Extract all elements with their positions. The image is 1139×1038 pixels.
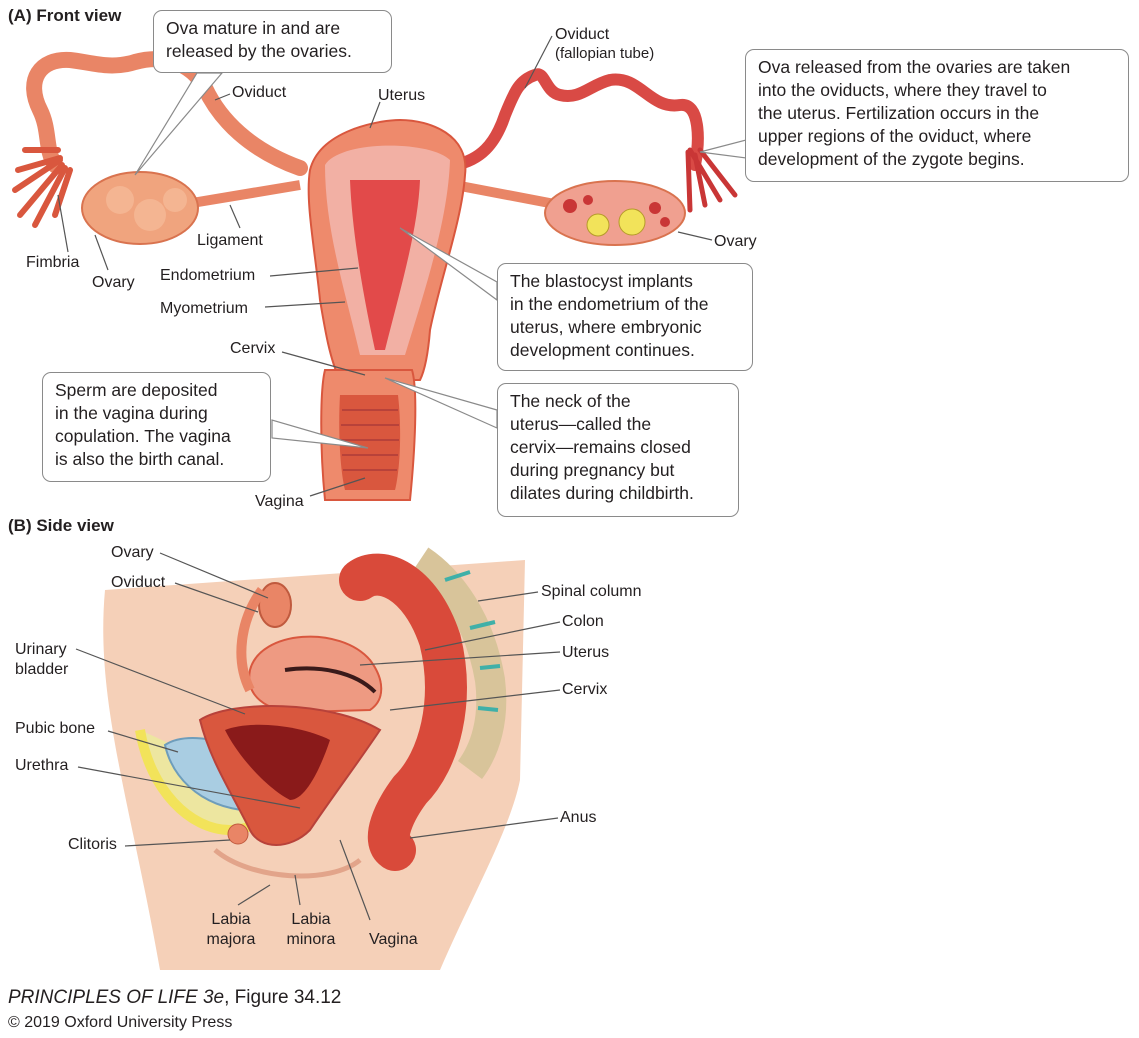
label-oviduct-b: Oviduct xyxy=(111,573,165,592)
label-urinary: Urinary xyxy=(15,640,67,659)
label-clitoris: Clitoris xyxy=(68,835,117,854)
callout-sperm: Sperm are deposited in the vagina during… xyxy=(42,372,271,482)
label-labia-majora: Labia majora xyxy=(203,910,259,950)
label-cervix-b: Cervix xyxy=(562,680,607,699)
right-ligament xyxy=(455,185,560,205)
label-ovary-right: Ovary xyxy=(714,232,757,251)
label-spinal-column: Spinal column xyxy=(541,582,642,601)
label-fallopian-tube: (fallopian tube) xyxy=(555,44,654,63)
label-vagina-a: Vagina xyxy=(255,492,304,511)
callout-ova-released: Ova released from the ovaries are taken … xyxy=(745,49,1129,182)
callout-cervix-neck: The neck of the uterus—called the cervix… xyxy=(497,383,739,517)
callout-blastocyst: The blastocyst implants in the endometri… xyxy=(497,263,753,371)
label-uterus: Uterus xyxy=(378,86,425,105)
right-ovary xyxy=(545,181,685,245)
right-oviduct xyxy=(455,74,698,165)
panel-a-heading: (A) Front view xyxy=(8,6,121,26)
label-vagina-b: Vagina xyxy=(369,930,418,949)
clitoris-shape xyxy=(228,824,248,844)
label-oviduct-left: Oviduct xyxy=(232,83,286,102)
label-oviduct-right: Oviduct xyxy=(555,25,609,44)
label-uterus-b: Uterus xyxy=(562,643,609,662)
right-fimbria xyxy=(688,150,735,210)
label-ovary-left: Ovary xyxy=(92,273,135,292)
label-anus: Anus xyxy=(560,808,596,827)
label-bladder: bladder xyxy=(15,660,68,679)
label-colon: Colon xyxy=(562,612,604,631)
label-fimbria: Fimbria xyxy=(26,253,79,272)
label-ligament: Ligament xyxy=(197,231,263,250)
copyright: © 2019 Oxford University Press xyxy=(8,1014,232,1032)
label-endometrium: Endometrium xyxy=(160,266,255,285)
label-myometrium: Myometrium xyxy=(160,299,248,318)
label-urethra: Urethra xyxy=(15,756,68,775)
label-labia-minora: Labia minora xyxy=(280,910,342,950)
label-cervix-a: Cervix xyxy=(230,339,275,358)
label-pubic-bone: Pubic bone xyxy=(15,719,95,738)
figure-credit: PRINCIPLES OF LIFE 3e, Figure 34.12 xyxy=(8,987,341,1009)
panel-b-heading: (B) Side view xyxy=(8,516,114,536)
label-ovary-b: Ovary xyxy=(111,543,154,562)
side-ovary xyxy=(259,583,291,627)
side-view-illustration xyxy=(103,560,525,970)
callout-ova-mature: Ova mature in and are released by the ov… xyxy=(153,10,392,73)
left-oviduct xyxy=(34,59,300,168)
